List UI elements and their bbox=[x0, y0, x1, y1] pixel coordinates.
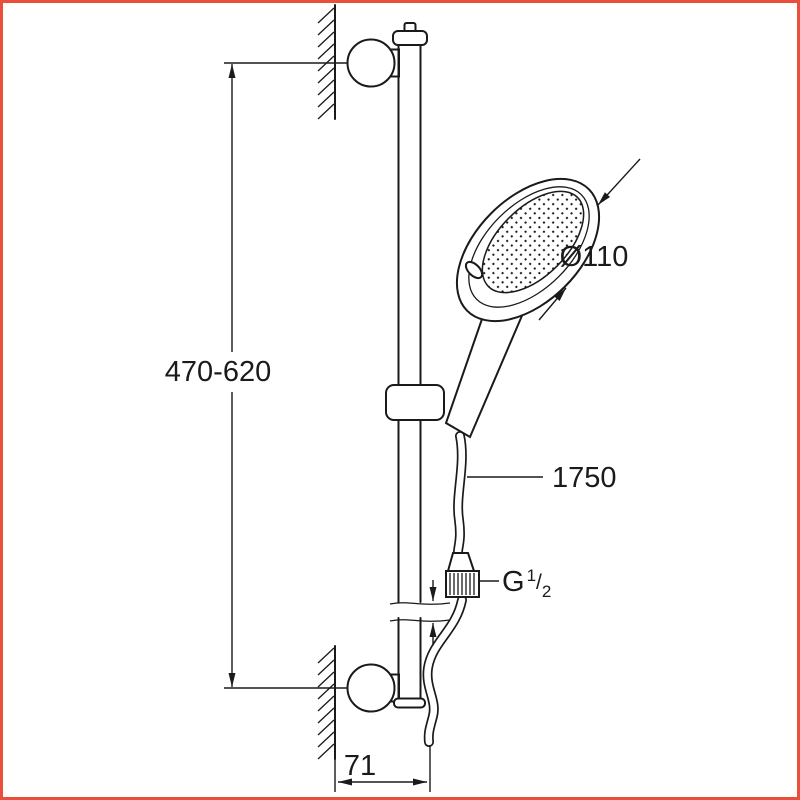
slider-holder bbox=[385, 384, 445, 421]
dimension-wall-offset: 71 bbox=[334, 745, 431, 792]
rail-break-lines bbox=[389, 602, 451, 622]
rail-top-cap bbox=[392, 30, 428, 46]
rail-height-label: 470-620 bbox=[165, 356, 271, 388]
dimension-head-diameter: Ø110 bbox=[538, 158, 641, 321]
dimension-hose-length: 1750 bbox=[467, 462, 617, 494]
wall-offset-label: 71 bbox=[344, 750, 376, 782]
shower-rail bbox=[389, 22, 451, 709]
head-diameter-label: Ø110 bbox=[560, 241, 629, 273]
rail-bottom-cap bbox=[393, 697, 426, 709]
spray-face bbox=[481, 190, 585, 294]
hose-nut bbox=[445, 570, 480, 598]
wall-top bbox=[317, 4, 336, 120]
shower-hose-lower bbox=[422, 595, 467, 747]
mode-button bbox=[464, 260, 484, 280]
shower-hose-upper bbox=[452, 431, 467, 560]
spray-face-ring bbox=[468, 186, 590, 308]
hand-shower bbox=[444, 177, 601, 439]
wall-bottom bbox=[317, 645, 336, 760]
rail-top-mount bbox=[346, 38, 396, 88]
rail-bottom-mount bbox=[346, 663, 396, 713]
dimension-rail-height: 470-620 bbox=[165, 64, 271, 687]
hose-length-label: 1750 bbox=[552, 462, 617, 494]
